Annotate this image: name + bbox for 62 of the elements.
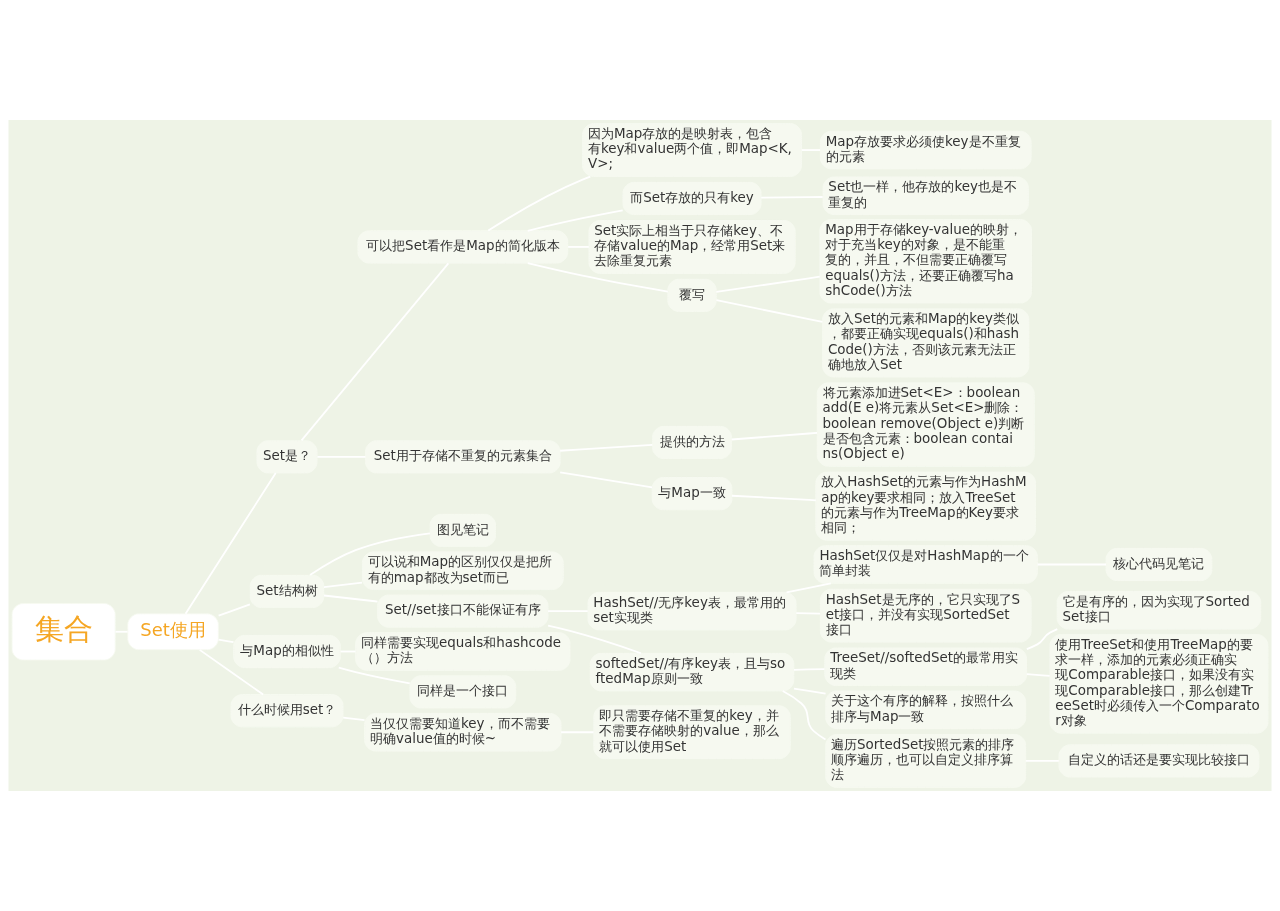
connector [526,209,624,232]
connector [559,444,654,452]
node-box: 图见笔记 [429,513,496,547]
node-box: Map用于存储key-value的映射，对于充当key的对象，是不能重复的，并且，不但需要正确覆写equals()方法，还要正确覆写hashCode()方法 [819,219,1032,304]
connector [731,494,817,502]
connector [715,299,824,323]
node-box: 当仅仅需要知道key，而不需要明确value值的时候~ [364,712,562,752]
node-box: 同样需要实现equals和hashcode（）方法 [355,632,571,671]
connector [715,275,821,293]
node-box: 因为Map存放的是映射表，包含有key和value两个值，即Map<K,V>; [582,123,802,177]
node-box: 同样是一个接口 [409,675,517,709]
connector [217,638,235,644]
node-box: 什么时候用set？ [230,694,344,728]
connector [547,624,642,655]
connector [217,603,251,617]
node-box: TreeSet//softedSet的最常用实现类 [824,647,1028,687]
node-box: 即只需要存储不重复的key，并不需要存储映射的value，那么就可以使用Set [593,705,791,760]
node-box: Map存放要求必须使key是不重复的元素 [819,130,1032,170]
node-box: Set使用 [127,613,219,651]
node-box: 覆写 [667,278,717,312]
connector [323,581,363,589]
node-box: 核心代码见笔记 [1105,547,1213,582]
node-box: 可以说和Map的区别仅仅是把所有的map都改为set而已 [361,551,564,591]
node-box: 它是有序的，因为实现了SortedSet接口 [1056,590,1262,630]
node-box: 放入HashSet的元素与作为HashMap的key要求相同；放入TreeSet的元素与作为TreeMap的Key要求相同； [815,471,1037,541]
node-box: 将元素添加进Set<E>：boolean add(E e)将元素从Set<E>删除：boolean remove(Object e)判断是否包含元素：boolean contains(Object e) [816,382,1035,467]
node-box: 与Map一致 [651,477,733,511]
node-box: 遍历SortedSet按照元素的排序顺序遍历，也可以自定义排序算法 [825,734,1027,788]
connector [730,432,818,441]
connector [342,716,366,722]
node-box: HashSet//无序key表，最常用的set实现类 [587,591,797,631]
node-box: 自定义的话还是要实现比较接口 [1058,744,1260,778]
node-box: 提供的方法 [652,425,732,460]
connector [785,582,832,594]
node-box: 可以把Set看作是Map的简化版本 [357,230,569,264]
connector [184,472,277,615]
node-box: 集合 [11,603,116,661]
node-box: 而Set存放的只有key [622,181,762,216]
connector [781,690,827,741]
node-box: 放入Set的元素和Map的key类似，都要正确实现equals()和hashCode()方法，否则该元素无法正确地放入Set [822,308,1030,378]
node-box: 使用TreeSet和使用TreeMap的要求一样，添加的元素必须正确实现Comparable接口，如果没有实现Comparable接口，那么创建TreeSet时必须传入一个Comparator对象 [1049,634,1269,734]
node-box: Set也一样，他存放的key也是不重复的 [822,176,1029,216]
connector [793,687,827,695]
node-box: Set实际上相当于只存储key、不存储value的Map，经常用Set来去除重复元素 [588,220,796,274]
connector [337,666,411,685]
connector [487,175,592,232]
connector [309,532,431,576]
node-box: Set结构树 [249,574,325,608]
node-box: Set//set接口不能保证有序 [377,594,549,628]
connector [526,262,669,293]
connector [198,649,265,696]
connector [323,594,379,603]
connector [1025,628,1059,651]
connector [559,471,653,489]
node-box: HashSet仅仅是对HashMap的一个简单封装 [813,545,1038,584]
node-box: Set用于存储不重复的元素集合 [365,440,561,474]
connector [300,262,450,442]
node-box: 与Map的相似性 [233,634,341,669]
node-box: Set是？ [256,440,318,474]
node-box: softedSet//有序key表，且与softedMap原则一致 [589,652,795,692]
node-box: HashSet是无序的，它只实现了Set接口，并没有实现SortedSet接口 [819,588,1032,643]
node-box: 关于这个有序的解释，按照什么排序与Map一致 [825,690,1027,730]
